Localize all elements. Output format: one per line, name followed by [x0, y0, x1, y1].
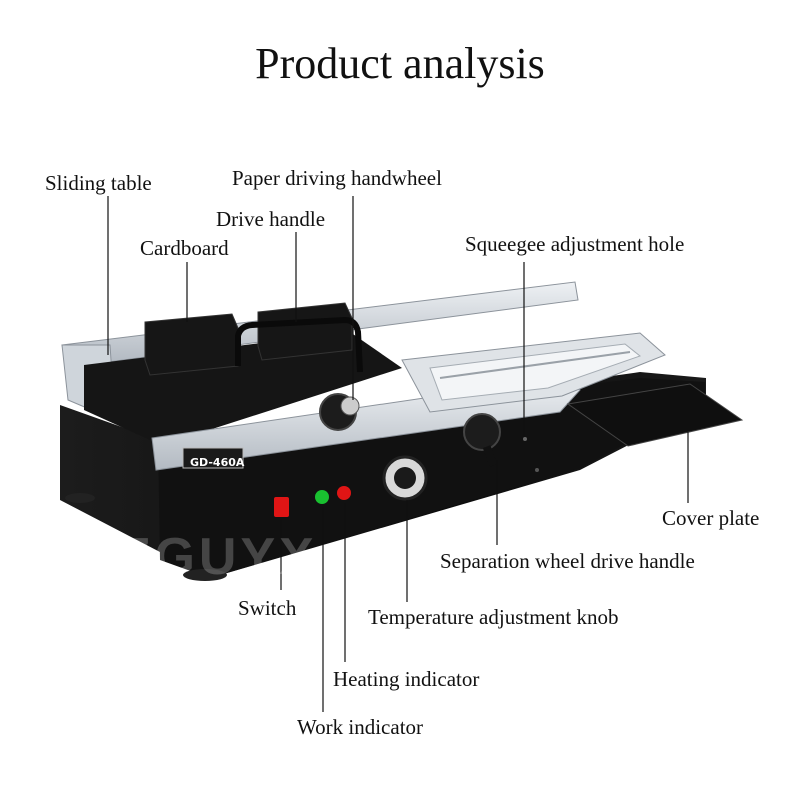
- heating-indicator-lamp: [337, 486, 351, 500]
- label-squeegee-adjustment-hole: Squeegee adjustment hole: [465, 232, 685, 256]
- label-temperature-adjustment-knob: Temperature adjustment knob: [368, 605, 619, 629]
- separation-wheel-handle: [482, 445, 498, 467]
- foot: [183, 569, 227, 581]
- label-paper-driving-handwheel: Paper driving handwheel: [232, 166, 442, 190]
- cardboard-block: [144, 313, 239, 376]
- handwheel-hub: [340, 396, 360, 416]
- label-cardboard: Cardboard: [140, 236, 229, 260]
- screw: [535, 468, 539, 472]
- label-drive-handle: Drive handle: [216, 207, 326, 231]
- label-switch: Switch: [238, 596, 297, 620]
- label-sliding-table: Sliding table: [45, 171, 152, 195]
- temperature-knob-center: [394, 467, 416, 489]
- label-cover-plate: Cover plate: [662, 506, 760, 530]
- label-separation-wheel-drive-handle: Separation wheel drive handle: [440, 549, 695, 573]
- model-badge: [182, 447, 244, 469]
- watermark-text: SZGUYX: [80, 528, 318, 586]
- work-indicator-lamp: [315, 490, 329, 504]
- drive-handle-loop: [235, 316, 363, 373]
- cover-plate: [566, 383, 744, 447]
- model-badge-text: GD-460A: [190, 456, 245, 469]
- squeegee-hole: [523, 437, 527, 441]
- roller-line: [439, 351, 631, 379]
- drive-handle-block: [257, 302, 353, 361]
- power-switch: [274, 497, 289, 517]
- foot: [65, 493, 95, 503]
- page-title: Product analysis: [255, 39, 545, 88]
- label-work-indicator: Work indicator: [297, 715, 424, 739]
- label-heating-indicator: Heating indicator: [333, 667, 480, 691]
- separation-wheel: [463, 413, 501, 451]
